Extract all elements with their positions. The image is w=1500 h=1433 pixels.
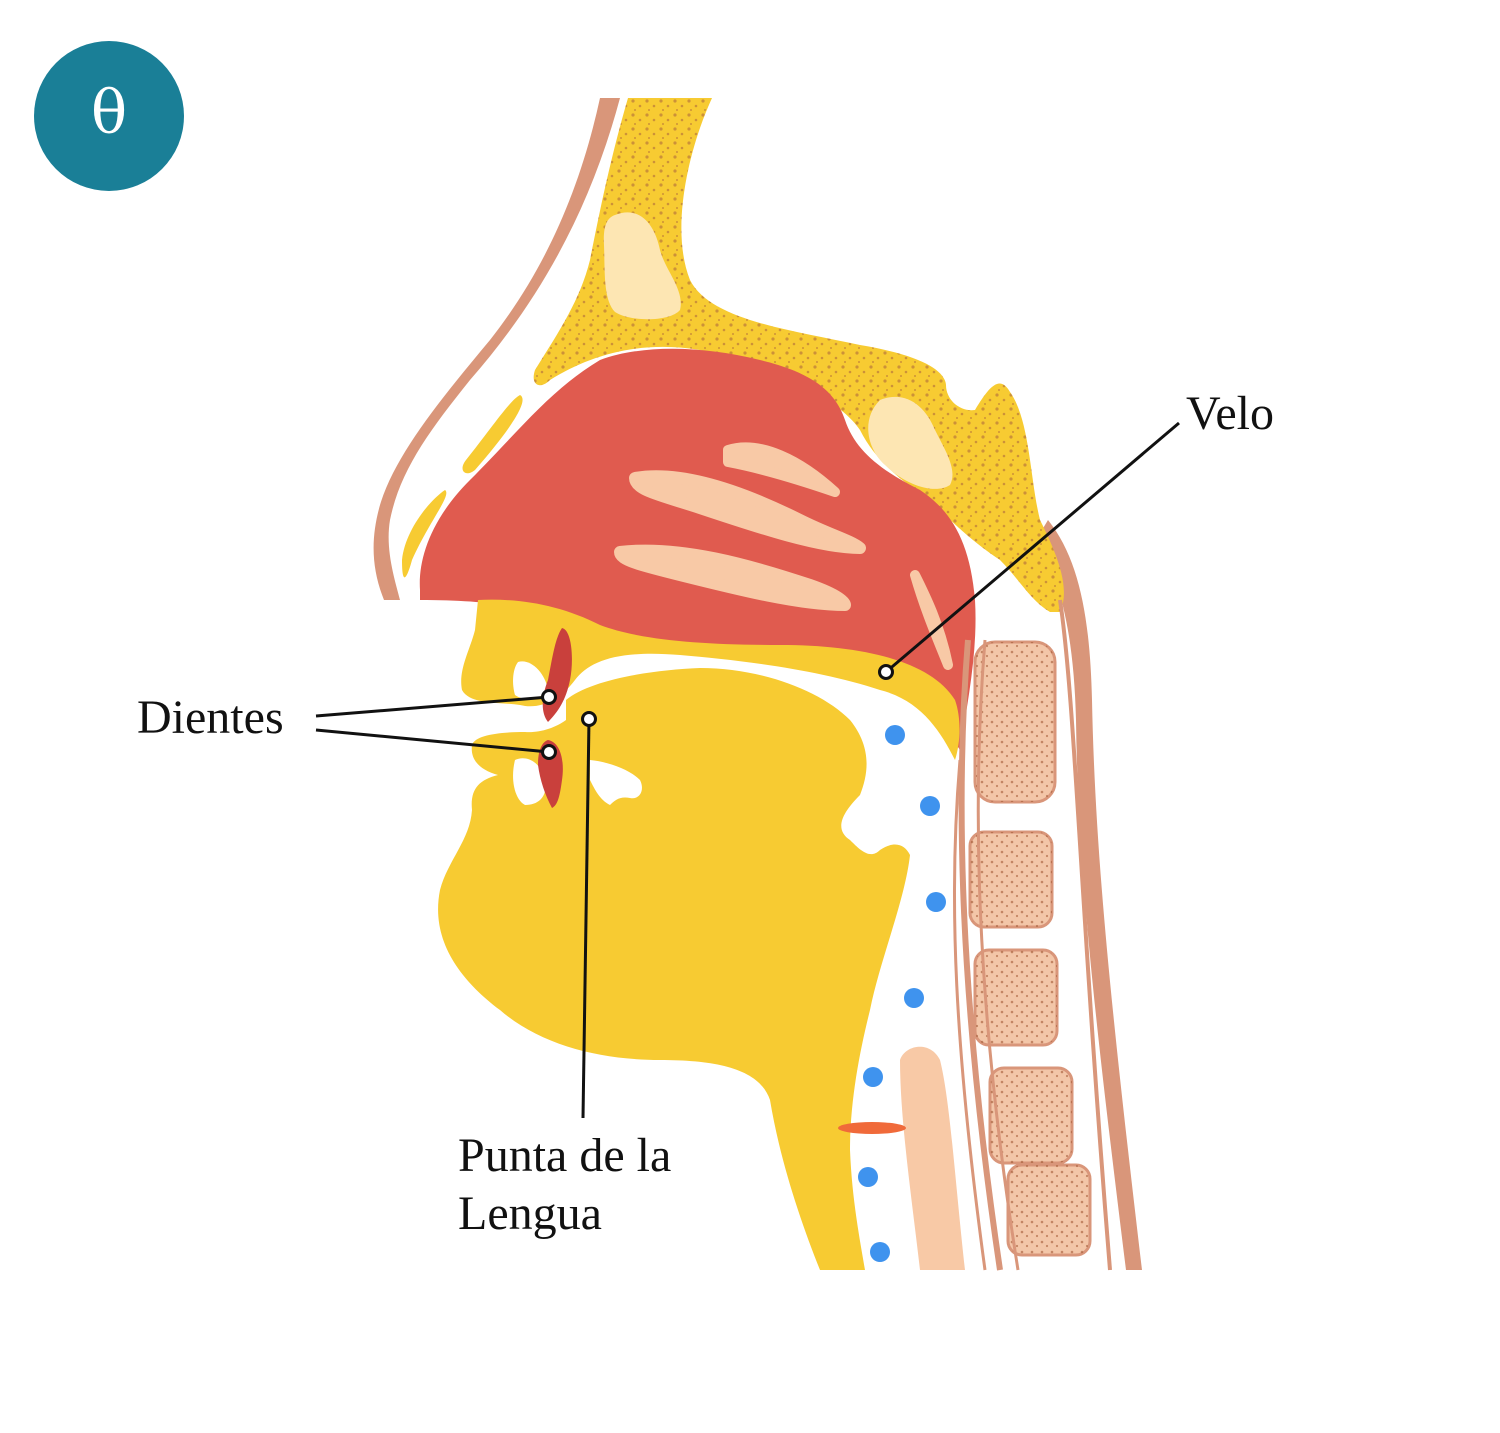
- dientes-leader-lower: [315, 728, 550, 754]
- velo-marker: [878, 664, 894, 680]
- mouth-gap-upper: [513, 661, 548, 700]
- spinal-outline: [958, 639, 1003, 1271]
- tongue-and-jaw: [438, 668, 910, 1270]
- airflow-dot: [920, 796, 940, 816]
- phoneme-badge: θ: [34, 41, 184, 191]
- label-punta-line1: Punta de la: [458, 1129, 672, 1182]
- lower-teeth-marker: [541, 744, 557, 760]
- punta-leader: [581, 718, 591, 1119]
- airflow-dot: [904, 988, 924, 1008]
- skin-back-strip: [1036, 520, 1142, 1270]
- label-punta-line2: Lengua: [458, 1187, 602, 1240]
- spinal-cord-line: [1058, 599, 1112, 1271]
- skin-outline-strip: [373, 98, 620, 600]
- pharynx-wall: [952, 759, 987, 1271]
- dientes-leader-upper: [315, 695, 550, 718]
- airflow: [858, 725, 946, 1262]
- upper-lip-palate: [461, 599, 960, 760]
- turbinate-4: [910, 570, 953, 670]
- epiglottis: [900, 1046, 965, 1270]
- tongue-tip-marker: [581, 711, 597, 727]
- leader-lines: [315, 421, 1180, 1119]
- vocal-cords: [838, 1122, 906, 1134]
- label-punta-de-la-lengua: Punta de la Lengua: [458, 1127, 671, 1243]
- spinal-outline-inner: [976, 639, 1020, 1271]
- upper-teeth-marker: [541, 689, 557, 705]
- velo-leader: [885, 421, 1180, 674]
- nasal-cartilage-2: [402, 490, 447, 578]
- phoneme-symbol: θ: [90, 78, 128, 148]
- label-dientes: Dientes: [137, 691, 284, 744]
- leader-markers: [541, 664, 894, 760]
- frontal-sinus: [603, 212, 681, 320]
- cervical-spine: [952, 599, 1112, 1271]
- sphenoid-sinus: [868, 396, 953, 489]
- airflow-dot: [858, 1167, 878, 1187]
- turbinate-3: [614, 544, 851, 611]
- nasal-cartilage-1: [462, 395, 523, 474]
- turbinate-2: [629, 470, 866, 554]
- sublingual-gap: [590, 760, 642, 805]
- airflow-dot: [870, 1242, 890, 1262]
- mouth-gap-lower: [513, 758, 546, 805]
- airflow-dot: [926, 892, 946, 912]
- airflow-dot: [863, 1067, 883, 1087]
- label-velo: Velo: [1186, 387, 1274, 440]
- turbinate-1: [723, 442, 840, 497]
- airflow-dot: [885, 725, 905, 745]
